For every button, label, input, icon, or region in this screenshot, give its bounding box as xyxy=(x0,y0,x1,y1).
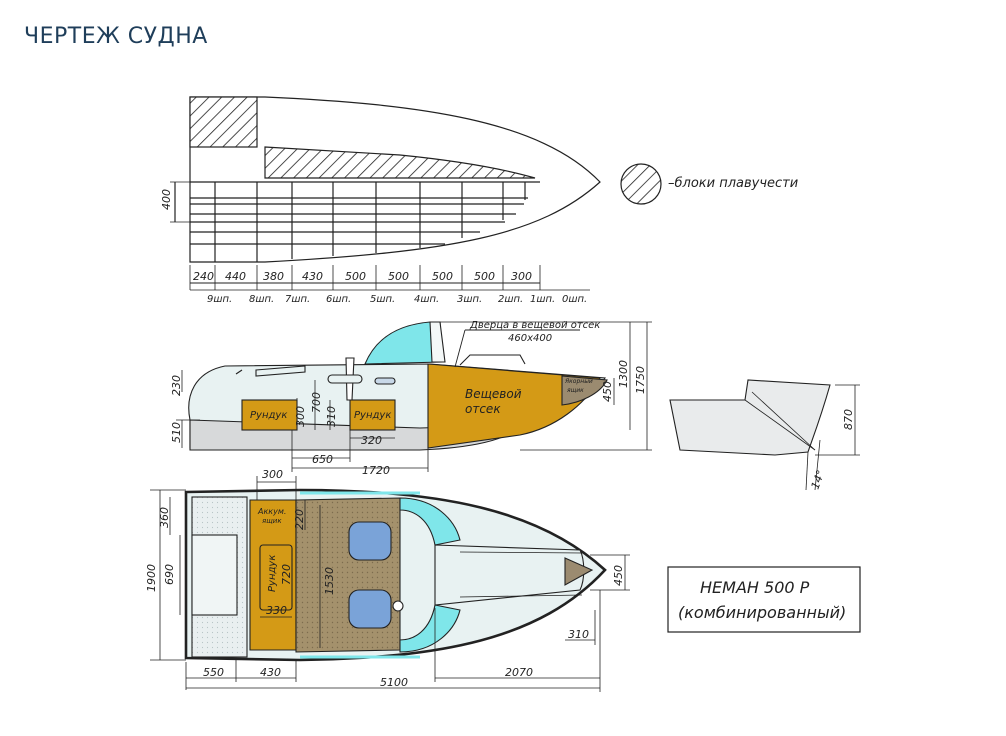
side-dim-1720: 1720 xyxy=(362,464,390,477)
plan-dim-1900: 1900 xyxy=(145,564,158,592)
top-dim-5: 500 xyxy=(345,270,366,283)
section-hull xyxy=(669,379,831,456)
plan-dim-690: 690 xyxy=(163,564,176,585)
frame-label-7: 7шп. xyxy=(285,294,310,305)
side-dim-700: 700 xyxy=(310,392,323,413)
section-dim-870: 870 xyxy=(842,409,855,430)
side-dim-650: 650 xyxy=(312,453,333,466)
plan-dim-550: 550 xyxy=(203,666,224,679)
top-view-height-dim: 400 xyxy=(160,189,173,210)
side-door-size: 460x400 xyxy=(508,333,552,344)
top-dim-7: 500 xyxy=(432,270,453,283)
side-locker-seat-label: Рундук xyxy=(354,410,391,421)
plan-windshield xyxy=(399,497,461,546)
side-anchor-label-1: Якорный xyxy=(564,378,593,385)
side-locker-seat xyxy=(349,399,396,431)
model-box xyxy=(667,566,861,633)
top-view xyxy=(170,96,601,291)
top-dim-6: 500 xyxy=(388,270,409,283)
top-dim-9: 300 xyxy=(511,270,532,283)
flotation-legend-label: –блоки плавучести xyxy=(668,176,798,191)
frame-label-2: 2шп. xyxy=(498,294,523,305)
side-dim-1300: 1300 xyxy=(617,360,630,388)
side-anchor-box xyxy=(561,375,608,406)
side-door-label: Дверца в вещевой отсек xyxy=(469,320,600,331)
plan-dim-300: 300 xyxy=(262,468,283,481)
plan-dim-220: 220 xyxy=(293,509,306,530)
side-dim-450: 450 xyxy=(601,381,614,402)
plan-battery-label-2: ящик xyxy=(262,517,282,525)
top-view-dim-chain: 240 440 380 430 500 500 500 500 300 xyxy=(193,270,532,283)
top-dim-3: 380 xyxy=(263,270,284,283)
side-windshield-frame xyxy=(429,321,446,363)
side-dim-230: 230 xyxy=(170,375,183,396)
plan-dim-360: 360 xyxy=(158,507,171,528)
side-storage-label-1: Вещевой xyxy=(465,387,522,401)
frame-label-0: 0шп. xyxy=(562,294,587,305)
top-dim-2: 440 xyxy=(225,270,246,283)
plan-windshield-lower xyxy=(399,604,461,653)
plan-dim-2070: 2070 xyxy=(505,666,533,679)
frame-label-1: 1шп. xyxy=(530,294,555,305)
frame-label-6: 6шп. xyxy=(326,294,351,305)
plan-view xyxy=(184,488,607,662)
frame-label-3: 3шп. xyxy=(457,294,482,305)
plan-dim-450: 450 xyxy=(612,565,625,586)
plan-dim-1530: 1530 xyxy=(323,567,336,595)
top-dim-1: 240 xyxy=(193,270,214,283)
side-locker-aft-label: Рундук xyxy=(250,410,287,421)
plan-dim-5100: 5100 xyxy=(380,676,408,689)
section-dim-angle: 14° xyxy=(809,468,828,491)
side-door-callout: Дверца в вещевой отсек 460x400 xyxy=(454,320,600,368)
flotation-block-aft xyxy=(189,96,258,148)
side-view xyxy=(188,321,608,451)
top-view-frame-labels: 9шп. 8шп. 7шп. 6шп. 5шп. 4шп. 3шп. 2шп. … xyxy=(207,294,587,305)
side-dim-1750: 1750 xyxy=(634,366,647,394)
plan-seat-port xyxy=(348,589,392,629)
top-dim-8: 500 xyxy=(474,270,495,283)
side-locker-aft xyxy=(241,399,298,431)
plan-locker xyxy=(259,544,293,611)
flotation-block-side xyxy=(264,146,536,179)
plan-anchor-hatch xyxy=(564,557,594,586)
plan-steering-wheel xyxy=(392,600,404,612)
plan-view-dims xyxy=(150,476,630,692)
side-view-dims xyxy=(176,321,652,472)
frame-label-4: 4шп. xyxy=(414,294,439,305)
frame-label-8: 8шп. xyxy=(249,294,274,305)
side-dim-510: 510 xyxy=(170,422,183,443)
side-storage-label-2: отсек xyxy=(465,402,501,416)
model-subtitle: (комбинированный) xyxy=(678,603,846,622)
plan-dim-330: 330 xyxy=(266,604,287,617)
frame-label-5: 5шп. xyxy=(370,294,395,305)
side-dim-320: 320 xyxy=(361,434,382,447)
side-anchor-label-2: ящик xyxy=(567,387,584,394)
plan-dim-720: 720 xyxy=(280,564,293,585)
model-name: НЕМАН 500 Р xyxy=(700,578,810,597)
plan-dim-430: 430 xyxy=(260,666,281,679)
top-dim-4: 430 xyxy=(302,270,323,283)
side-dim-300: 300 xyxy=(294,406,307,427)
plan-locker-label: Рундук xyxy=(267,555,278,592)
plan-cockpit-floor xyxy=(295,497,401,653)
section-view xyxy=(669,379,860,491)
plan-dim-310: 310 xyxy=(568,628,589,641)
frame-label-9: 9шп. xyxy=(207,294,232,305)
flotation-legend-icon xyxy=(620,163,662,205)
plan-seat-starboard xyxy=(348,521,392,561)
side-dim-310: 310 xyxy=(325,406,338,427)
plan-engine-well xyxy=(191,534,238,616)
plan-battery-label-1: Аккум. xyxy=(257,507,286,516)
page-title: ЧЕРТЕЖ СУДНА xyxy=(24,24,208,49)
